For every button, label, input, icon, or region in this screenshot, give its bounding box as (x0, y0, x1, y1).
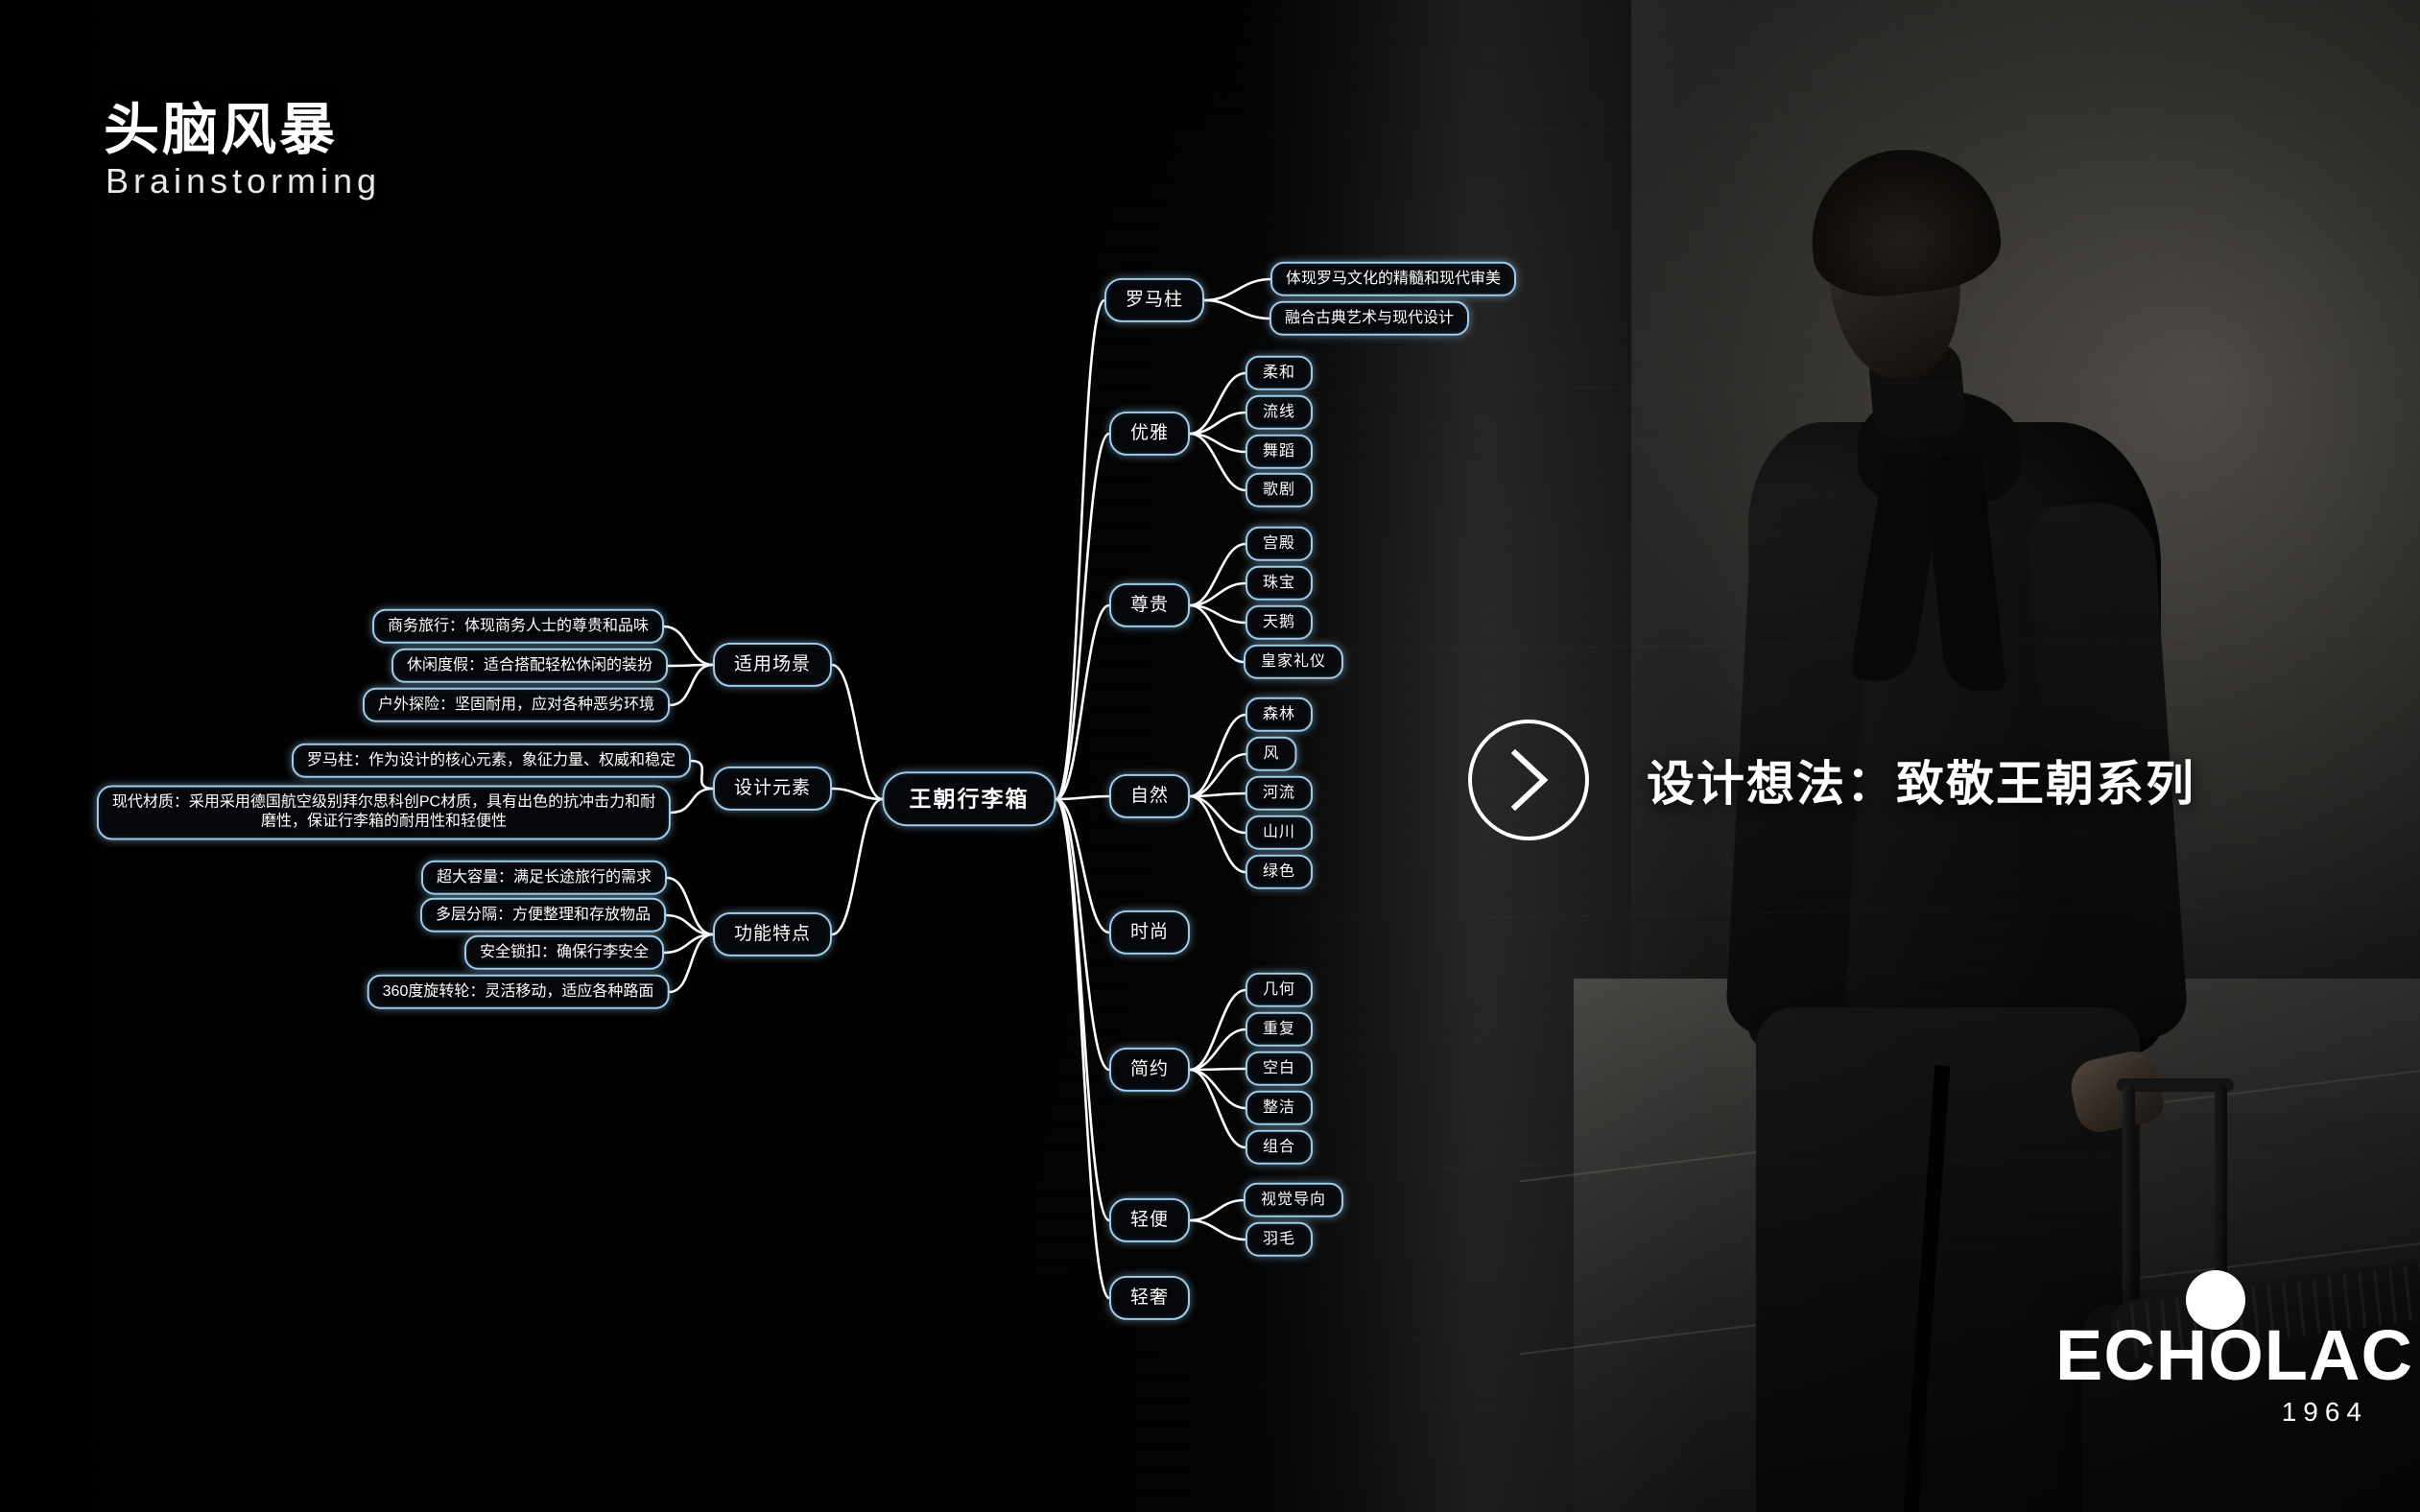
mindmap-branch-7[interactable]: 时尚 (1108, 910, 1191, 956)
mindmap-branch-8[interactable]: 简约 (1108, 1047, 1191, 1093)
mindmap-branch-4[interactable]: 优雅 (1108, 411, 1191, 457)
mindmap-branch-9[interactable]: 轻便 (1108, 1197, 1191, 1243)
mindmap-leaf-1-1[interactable]: 现代材质：采用采用德国航空级别拜尔思科创PC材质，具有出色的抗冲击力和耐 磨性，… (96, 785, 672, 840)
mindmap-leaf-5-3[interactable]: 皇家礼仪 (1243, 644, 1344, 680)
mindmap-leaf-5-1[interactable]: 珠宝 (1245, 565, 1314, 602)
mindmap-leaf-9-1[interactable]: 羽毛 (1245, 1221, 1314, 1258)
mindmap-leaf-0-1[interactable]: 休闲度假：适合搭配轻松休闲的装扮 (391, 648, 669, 684)
mindmap-leaf-4-1[interactable]: 流线 (1245, 394, 1314, 431)
mindmap-leaf-0-0[interactable]: 商务旅行：体现商务人士的尊贵和品味 (371, 608, 665, 645)
logo-wordmark: ECHOLAC (2055, 1315, 2413, 1395)
mindmap-leaf-9-0[interactable]: 视觉导向 (1243, 1182, 1344, 1218)
mindmap-leaf-8-1[interactable]: 重复 (1245, 1011, 1314, 1048)
mindmap-branch-6[interactable]: 自然 (1108, 773, 1191, 819)
cta-label: 设计想法：致敬王朝系列 (1647, 757, 2195, 811)
mindmap-leaf-2-1[interactable]: 多层分隔：方便整理和存放物品 (419, 897, 667, 933)
mindmap-leaf-3-0[interactable]: 体现罗马文化的精髓和现代审美 (1269, 261, 1517, 297)
mindmap-leaf-8-4[interactable]: 组合 (1245, 1129, 1314, 1166)
mindmap-leaf-8-0[interactable]: 几何 (1245, 972, 1314, 1008)
logo-dot-icon (2186, 1270, 2245, 1330)
page-subtitle: Brainstorming (106, 161, 382, 201)
mindmap-branch-1[interactable]: 设计元素 (712, 766, 833, 812)
mindmap-leaf-1-0[interactable]: 罗马柱：作为设计的核心元素，象征力量、权威和稳定 (291, 743, 692, 779)
mindmap-leaf-6-2[interactable]: 河流 (1245, 775, 1314, 812)
mindmap-leaf-5-0[interactable]: 宫殿 (1245, 526, 1314, 562)
mindmap-leaf-6-1[interactable]: 风 (1246, 736, 1297, 772)
mindmap-leaf-0-2[interactable]: 户外探险：坚固耐用，应对各种恶劣环境 (362, 687, 671, 723)
next-section-cta[interactable]: 设计想法：致敬王朝系列 (1468, 720, 2195, 840)
logo-year: 1964 (2281, 1397, 2368, 1427)
mindmap-branch-2[interactable]: 功能特点 (712, 911, 833, 957)
mindmap-branch-0[interactable]: 适用场景 (712, 642, 833, 688)
mindmap-leaf-4-0[interactable]: 柔和 (1245, 355, 1314, 391)
mindmap-branch-5[interactable]: 尊贵 (1108, 582, 1191, 628)
mindmap-leaf-8-3[interactable]: 整洁 (1245, 1090, 1314, 1126)
mindmap-leaf-6-3[interactable]: 山川 (1245, 815, 1314, 851)
chevron-right-icon[interactable] (1468, 720, 1589, 840)
brand-logo: ECHOLAC 1964 (2055, 1270, 2413, 1428)
mindmap-leaf-2-2[interactable]: 安全锁扣：确保行李安全 (463, 934, 665, 971)
mindmap-leaf-8-2[interactable]: 空白 (1245, 1051, 1314, 1087)
page-title: 头脑风暴 (104, 99, 339, 161)
mindmap-leaf-6-4[interactable]: 绿色 (1245, 854, 1314, 890)
mindmap-branch-10[interactable]: 轻奢 (1108, 1275, 1191, 1321)
mindmap-leaf-2-3[interactable]: 360度旋转轮：灵活移动，适应各种路面 (367, 974, 670, 1010)
mindmap-leaf-6-0[interactable]: 森林 (1245, 697, 1314, 733)
mindmap-branch-3[interactable]: 罗马柱 (1103, 277, 1205, 323)
mindmap-leaf-2-0[interactable]: 超大容量：满足长途旅行的需求 (420, 860, 668, 896)
mindmap-leaf-4-3[interactable]: 歌剧 (1245, 472, 1314, 508)
mindmap-leaf-4-2[interactable]: 舞蹈 (1245, 434, 1314, 470)
mindmap-leaf-5-2[interactable]: 天鹅 (1245, 604, 1314, 641)
mindmap-center-node[interactable]: 王朝行李箱 (882, 771, 1056, 827)
mindmap-leaf-3-1[interactable]: 融合古典艺术与现代设计 (1269, 300, 1470, 337)
